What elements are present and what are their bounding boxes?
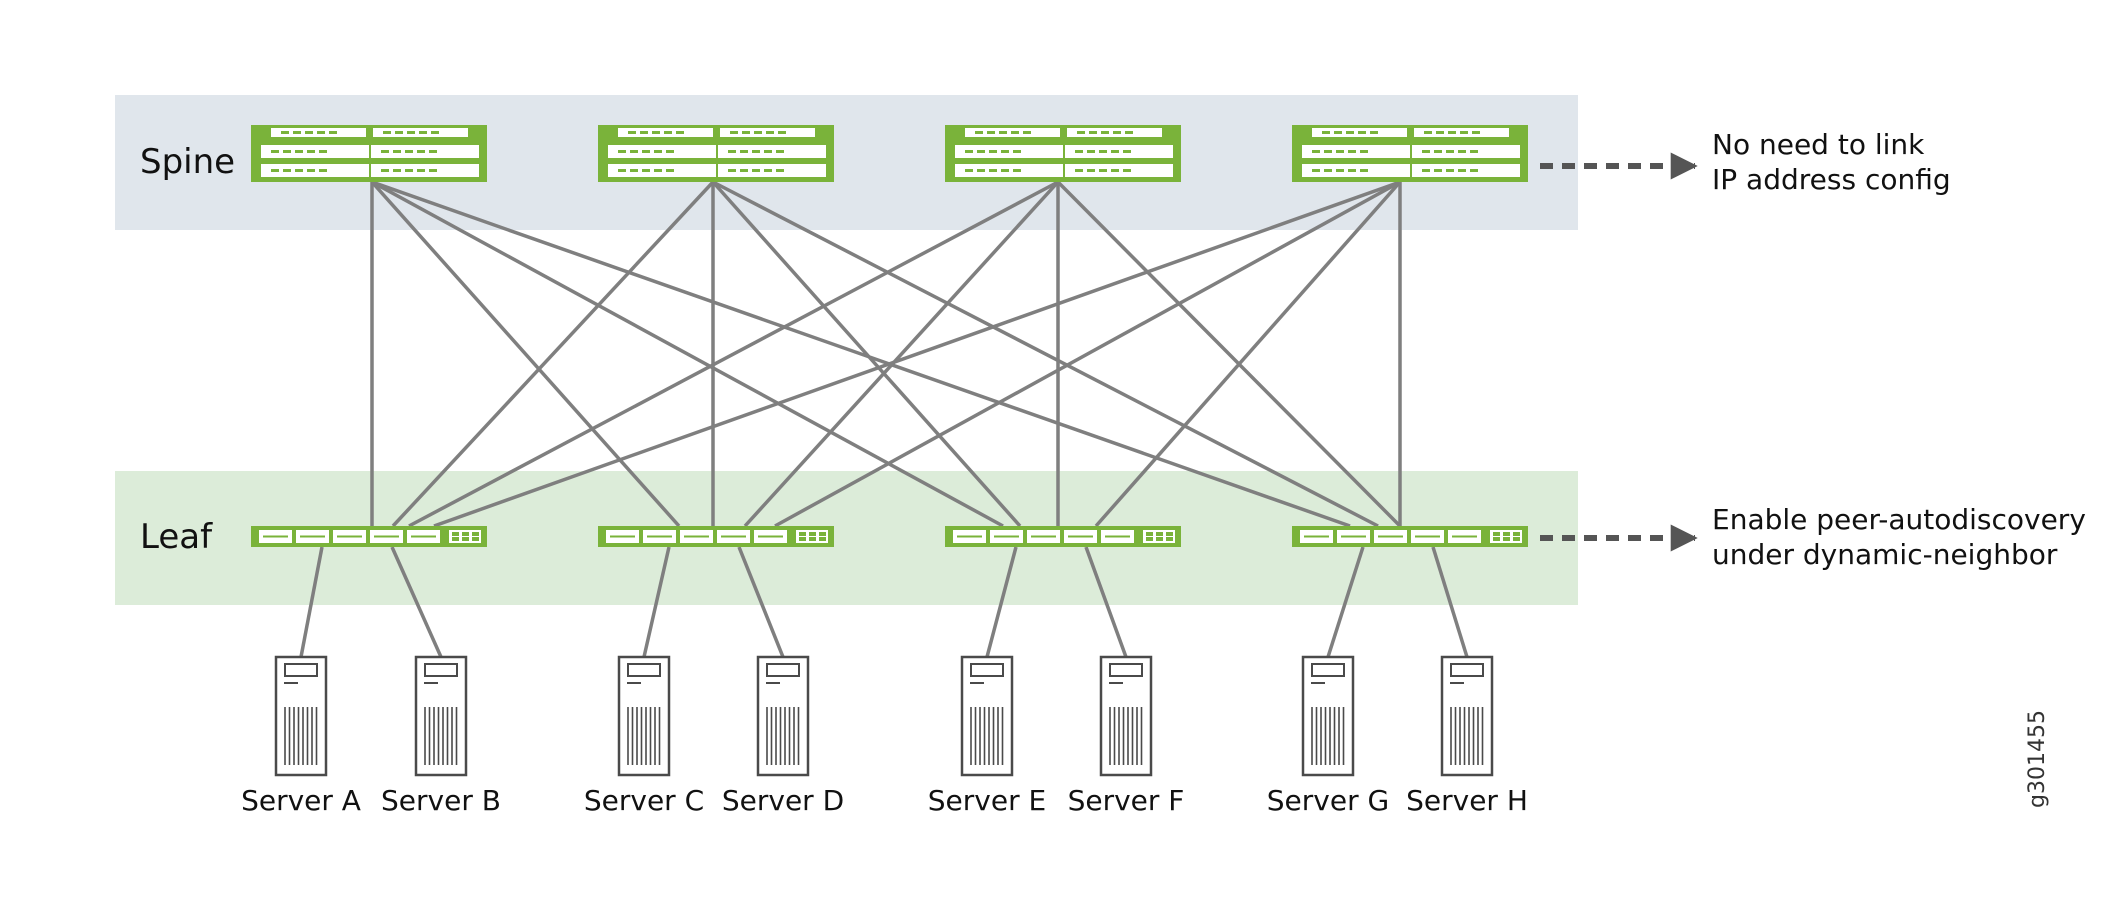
leaf-switches [251, 526, 1528, 547]
server-label: Server H [1406, 784, 1528, 817]
leaf-note-line-1: Enable peer-autodiscovery [1712, 503, 2086, 536]
server-icon [756, 655, 810, 777]
fabric-link [433, 180, 1401, 528]
server-link [985, 546, 1018, 658]
fabric-link [1056, 180, 1402, 528]
spine-note-line-2: IP address config [1712, 163, 1951, 196]
server-link [737, 546, 785, 658]
spine-switch-icon [945, 125, 1181, 182]
spine-switches [251, 125, 1528, 182]
server-icon [274, 655, 328, 777]
server-link [390, 546, 443, 658]
fabric-links [370, 180, 1402, 528]
server-icon [414, 655, 468, 777]
fabric-link [1094, 180, 1402, 528]
server-label: Server G [1267, 784, 1389, 817]
server-link [642, 546, 671, 658]
fabric-link [391, 180, 715, 528]
server-label: Server F [1068, 784, 1185, 817]
fabric-link [371, 180, 1351, 528]
spine-switch-icon [598, 125, 834, 182]
server-label: Server A [241, 784, 361, 817]
server-icon [617, 655, 671, 777]
fabric-link [371, 180, 1004, 528]
leaf-switch-icon [945, 526, 1181, 547]
leaf-note-line-2: under dynamic-neighbor [1712, 538, 2058, 571]
figure-id: g301455 [2025, 710, 2050, 808]
fabric-link [743, 180, 1060, 528]
server-link [1431, 546, 1469, 658]
server-label: Server D [722, 784, 844, 817]
spine-switch-icon [251, 125, 487, 182]
server-icon [1301, 655, 1355, 777]
server-label: Server E [928, 784, 1046, 817]
spine-tier-label: Spine [140, 142, 235, 182]
fabric-link [408, 180, 1059, 528]
server-icon [1099, 655, 1153, 777]
leaf-tier-label: Leaf [140, 517, 213, 557]
servers: Server A Server B Server C Server D Server E… [241, 655, 1528, 817]
leaf-switch-icon [251, 526, 487, 547]
spine-switch-icon [1292, 125, 1528, 182]
fabric-link [774, 180, 1401, 528]
fabric-link [370, 180, 681, 528]
server-icon [960, 655, 1014, 777]
server-links [299, 546, 1469, 658]
server-link [1326, 546, 1365, 658]
server-link [299, 546, 324, 658]
leaf-switch-icon [598, 526, 834, 547]
server-link [1084, 546, 1128, 658]
fabric-link [711, 180, 1022, 528]
leaf-switch-icon [1292, 526, 1528, 547]
server-label: Server C [584, 784, 704, 817]
server-label: Server B [381, 784, 501, 817]
fabric-link [712, 180, 1379, 528]
server-icon [1440, 655, 1494, 777]
spine-note-line-1: No need to link [1712, 128, 1925, 161]
